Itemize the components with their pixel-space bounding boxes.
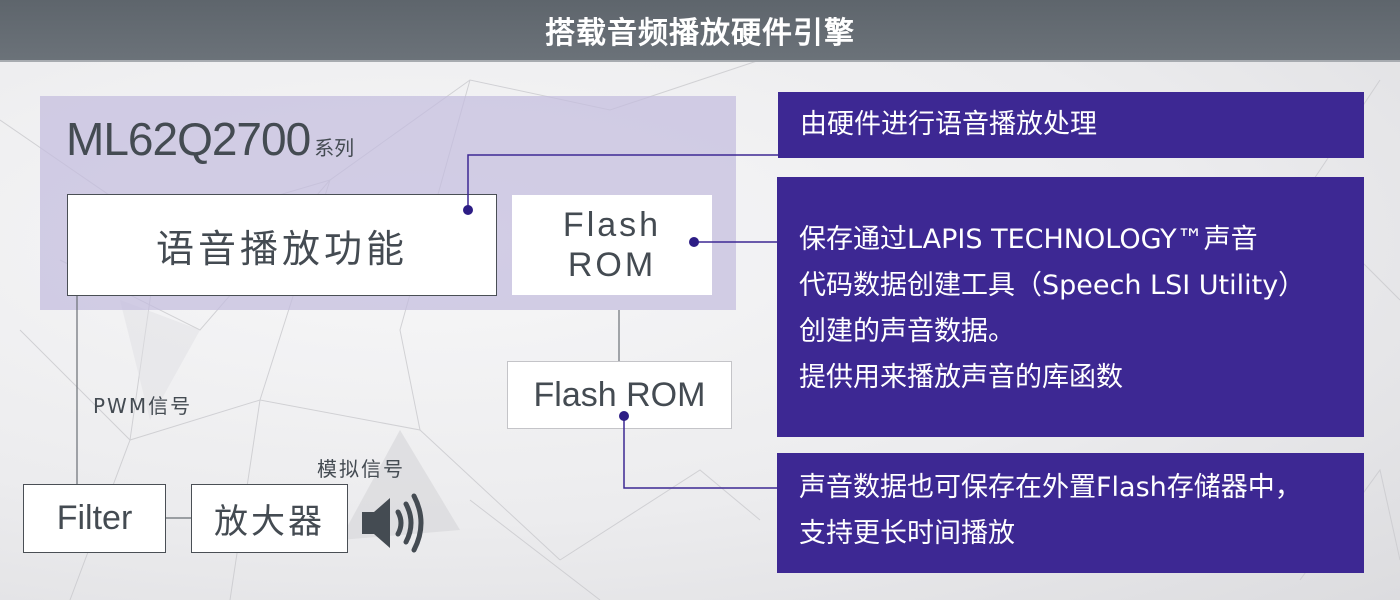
analog-signal-label: 模拟信号 — [317, 457, 405, 481]
pwm-signal-label: PWM信号 — [93, 394, 193, 418]
internal-flash-rom-block: Flash ROM — [512, 195, 712, 295]
amplifier-label: 放大器 — [214, 502, 325, 542]
callout-3-line: 支持更长时间播放 — [799, 518, 1015, 549]
chip-series-suffix: 系列 — [314, 136, 355, 160]
callout-external-flash: 声音数据也可保存在外置Flash存储器中， 支持更长时间播放 — [777, 453, 1364, 573]
external-flash-label: Flash ROM — [533, 375, 706, 414]
header-bar: 搭载音频播放硬件引擎 — [0, 0, 1400, 62]
internal-flash-line-1: Flash — [562, 206, 662, 244]
speaker-icon — [362, 493, 424, 553]
callout-2-line: 保存通过LAPIS TECHNOLOGY™声音 — [799, 224, 1258, 255]
voice-playback-label: 语音播放功能 — [155, 226, 408, 271]
callout-speech-utility: 保存通过LAPIS TECHNOLOGY™声音 代码数据创建工具（Speech … — [777, 177, 1364, 437]
voice-playback-block: 语音播放功能 — [67, 194, 497, 296]
amplifier-block: 放大器 — [191, 484, 348, 553]
external-flash-rom-block: Flash ROM — [507, 361, 732, 429]
internal-flash-line-2: ROM — [567, 246, 657, 284]
callout-2-line: 代码数据创建工具（Speech LSI Utility） — [799, 270, 1306, 301]
filter-block: Filter — [23, 484, 166, 553]
callout-2-line: 创建的声音数据。 — [799, 316, 1015, 347]
callout-2-line: 提供用来播放声音的库函数 — [799, 362, 1123, 393]
callout-1-line: 由硬件进行语音播放处理 — [800, 109, 1097, 140]
page-title: 搭载音频播放硬件引擎 — [545, 16, 855, 51]
chip-model: ML62Q2700 — [66, 113, 311, 165]
callout-3-line: 声音数据也可保存在外置Flash存储器中， — [799, 472, 1302, 503]
filter-label: Filter — [56, 499, 133, 537]
callout-hardware-processing: 由硬件进行语音播放处理 — [778, 92, 1364, 158]
